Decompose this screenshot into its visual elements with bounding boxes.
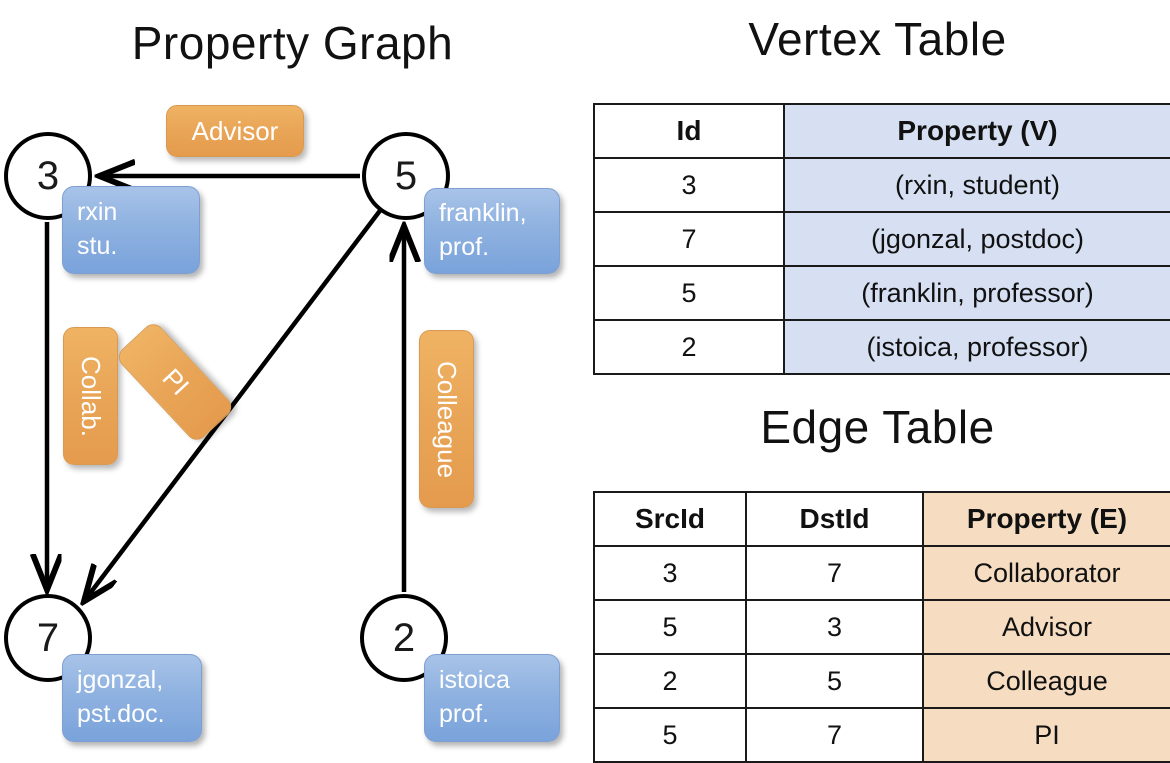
vertex-cell-id: 5 bbox=[593, 265, 785, 321]
vertex-table-header-id: Id bbox=[593, 103, 785, 159]
edge-label-pi-text: PI bbox=[156, 362, 195, 401]
vertex-property-callout-franklin[interactable]: franklin, prof. bbox=[424, 188, 560, 274]
callout-jgonzal-line2: pst.doc. bbox=[77, 700, 165, 728]
callout-rxin-line1: rxin bbox=[77, 198, 118, 227]
table-row: 5 7 PI bbox=[593, 707, 1170, 763]
table-row: 5 3 Advisor bbox=[593, 599, 1170, 655]
edge-table-header-srcid: SrcId bbox=[593, 491, 747, 547]
graph-edges-layer bbox=[0, 0, 585, 760]
graph-node-5[interactable]: 5 bbox=[362, 132, 450, 220]
vertex-cell-property: (rxin, student) bbox=[783, 157, 1170, 213]
vertex-cell-id: 7 bbox=[593, 211, 785, 267]
edge-table-header-dstid: DstId bbox=[745, 491, 924, 547]
graph-node-5-label: 5 bbox=[394, 154, 418, 198]
edge-cell-src: 5 bbox=[593, 707, 747, 763]
edge-label-collab-text: Collab. bbox=[76, 355, 106, 437]
table-row: 3 7 Collaborator bbox=[593, 545, 1170, 601]
edge-property-label-colleague[interactable]: Colleague bbox=[419, 330, 474, 508]
edge-cell-dst: 7 bbox=[745, 707, 924, 763]
edge-property-label-advisor[interactable]: Advisor bbox=[166, 105, 304, 157]
vertex-cell-property: (jgonzal, postdoc) bbox=[783, 211, 1170, 267]
edge-cell-dst: 5 bbox=[745, 653, 924, 709]
table-row: 2 5 Colleague bbox=[593, 653, 1170, 709]
edge-label-colleague-text: Colleague bbox=[432, 360, 462, 478]
edge-cell-dst: 7 bbox=[745, 545, 924, 601]
table-row: 7 (jgonzal, postdoc) bbox=[593, 211, 1170, 267]
edge-property-label-collab[interactable]: Collab. bbox=[63, 327, 118, 465]
vertex-table: Id Property (V) 3 (rxin, student) 7 (jgo… bbox=[593, 103, 1170, 375]
edge-cell-property: Advisor bbox=[922, 599, 1170, 655]
callout-istoica-line1: istoica bbox=[439, 666, 510, 695]
vertex-cell-property: (istoica, professor) bbox=[783, 319, 1170, 375]
graph-node-2[interactable]: 2 bbox=[360, 594, 448, 682]
table-row: 5 (franklin, professor) bbox=[593, 265, 1170, 321]
vertex-property-callout-istoica[interactable]: istoica prof. bbox=[424, 654, 560, 742]
vertex-table-header-row: Id Property (V) bbox=[593, 103, 1170, 159]
callout-jgonzal-line1: jgonzal, bbox=[77, 666, 164, 695]
vertex-property-callout-jgonzal[interactable]: jgonzal, pst.doc. bbox=[62, 654, 202, 742]
page-title-vertex-table: Vertex Table bbox=[748, 13, 1007, 65]
callout-franklin-line2: prof. bbox=[439, 233, 490, 261]
graph-node-3-label: 3 bbox=[36, 154, 60, 198]
callout-istoica-line2: prof. bbox=[439, 700, 490, 728]
page-title-edge-table: Edge Table bbox=[760, 401, 995, 453]
graph-node-2-label: 2 bbox=[392, 616, 416, 660]
vertex-property-callout-rxin[interactable]: rxin stu. bbox=[62, 186, 200, 274]
edge-table-header-row: SrcId DstId Property (E) bbox=[593, 491, 1170, 547]
edge-table: SrcId DstId Property (E) 3 7 Collaborato… bbox=[593, 491, 1170, 763]
edge-cell-property: Collaborator bbox=[922, 545, 1170, 601]
vertex-cell-property: (franklin, professor) bbox=[783, 265, 1170, 321]
vertex-cell-id: 2 bbox=[593, 319, 785, 375]
table-row: 2 (istoica, professor) bbox=[593, 319, 1170, 375]
edge-cell-src: 5 bbox=[593, 599, 747, 655]
callout-franklin-line1: franklin, bbox=[439, 199, 527, 228]
edge-cell-dst: 3 bbox=[745, 599, 924, 655]
edge-label-advisor-text: Advisor bbox=[191, 115, 279, 146]
property-graph-diagram: 3 5 7 2 rxin stu. franklin, prof. jgonza… bbox=[0, 0, 585, 760]
edge-cell-src: 2 bbox=[593, 653, 747, 709]
vertex-table-header-property: Property (V) bbox=[783, 103, 1170, 159]
page-title-property-graph: Property Graph bbox=[131, 17, 454, 69]
edge-cell-property: Colleague bbox=[922, 653, 1170, 709]
graph-node-7-label: 7 bbox=[36, 616, 60, 660]
edge-cell-property: PI bbox=[922, 707, 1170, 763]
callout-rxin-line2: stu. bbox=[77, 232, 118, 260]
vertex-cell-id: 3 bbox=[593, 157, 785, 213]
edge-5-to-7 bbox=[85, 206, 384, 600]
edge-table-header-property: Property (E) bbox=[922, 491, 1170, 547]
edge-cell-src: 3 bbox=[593, 545, 747, 601]
table-row: 3 (rxin, student) bbox=[593, 157, 1170, 213]
